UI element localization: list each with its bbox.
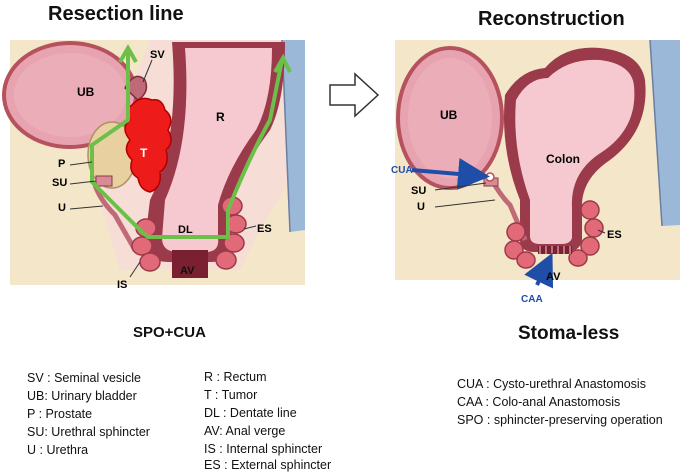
left-label-ub: UB <box>77 85 95 99</box>
legend-item: SPO : sphincter-preserving operation <box>457 413 663 427</box>
left-label-su: SU <box>52 177 67 189</box>
legend-item: CAA : Colo-anal Anastomosis <box>457 395 621 409</box>
right-colon-lumen <box>515 59 635 245</box>
cua-arrow <box>411 158 490 190</box>
left-label-r: R <box>216 110 225 124</box>
left-title: Resection line <box>48 3 184 25</box>
right-label-su: SU <box>411 185 426 197</box>
right-label-ub: UB <box>440 108 458 122</box>
left-resection-line <box>90 50 284 239</box>
legend-item: SU: Urethral sphincter <box>27 425 150 439</box>
left-rectum-lumen <box>162 48 272 252</box>
left-anal-canal <box>172 250 208 278</box>
left-sacrum <box>282 40 305 232</box>
anatomy-diagram: UB SV T R P SU U DL ES IS AV <box>2 39 680 305</box>
legend-item: P : Prostate <box>27 407 93 421</box>
caa-arrow <box>524 252 554 289</box>
left-caption: SPO+CUA <box>133 324 206 341</box>
left-label-u: U <box>58 202 66 214</box>
right-label-cua: CUA <box>391 165 413 176</box>
left-label-is: IS <box>117 279 127 291</box>
transition-arrow <box>329 72 380 118</box>
left-label-p: P <box>58 158 65 170</box>
right-label-es: ES <box>607 229 622 241</box>
right-sacrum <box>650 40 680 226</box>
right-label-caa: CAA <box>521 294 543 305</box>
right-title: Reconstruction <box>478 8 625 30</box>
left-label-av: AV <box>180 265 195 277</box>
right-panel: UB Colon CUA SU U ES AV CAA <box>391 39 680 305</box>
legend-item: T : Tumor <box>204 388 258 402</box>
left-label-t: T <box>140 146 148 160</box>
legend-item: AV: Anal verge <box>204 424 286 438</box>
right-label-u: U <box>417 201 425 213</box>
legend-item: ES : External sphincter <box>204 458 332 472</box>
legend-item: IS : Internal sphincter <box>204 442 323 456</box>
legend-item: UB: Urinary bladder <box>27 389 137 403</box>
legend-item: U : Urethra <box>27 443 89 457</box>
left-label-es: ES <box>257 223 272 235</box>
left-label-sv: SV <box>150 49 165 61</box>
left-panel: UB SV T R P SU U DL ES IS AV <box>2 39 305 291</box>
left-tumor <box>124 97 172 193</box>
left-seminal-vesicle <box>124 75 148 101</box>
legend-item: SV : Seminal vesicle <box>27 371 141 385</box>
legend-item: DL : Dentate line <box>204 406 297 420</box>
legend-item: R : Rectum <box>204 370 267 384</box>
legend-item: CUA : Cysto-urethral Anastomosis <box>457 377 646 391</box>
right-caption: Stoma-less <box>518 323 620 344</box>
right-label-av: AV <box>546 271 561 283</box>
left-urethral-sphincter <box>95 175 113 187</box>
right-label-colon: Colon <box>546 152 580 166</box>
left-label-dl: DL <box>178 224 193 236</box>
